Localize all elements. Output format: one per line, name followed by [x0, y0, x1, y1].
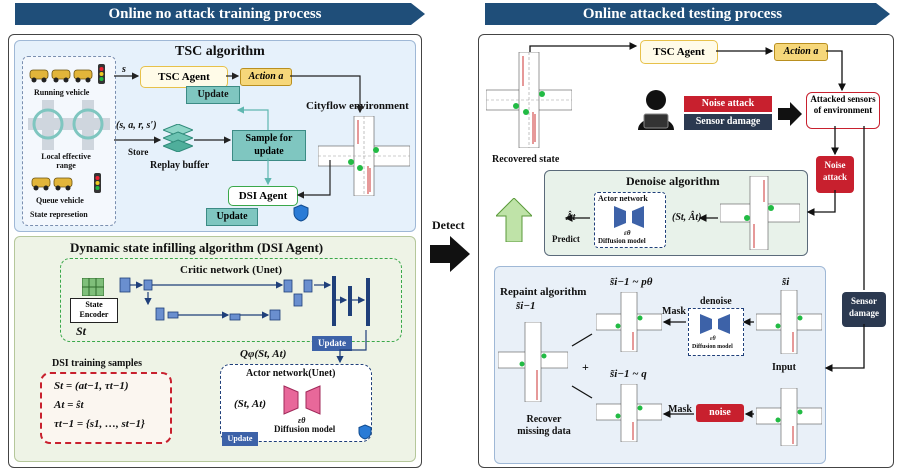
action-box: Action a: [240, 68, 292, 86]
replay-buffer-label: Replay buffer: [150, 160, 210, 171]
tsc-title: TSC algorithm: [175, 44, 265, 59]
s-i-minus-1-label: s̃i−1: [516, 300, 536, 312]
cityflow-environment-map: [318, 116, 410, 196]
up-arrow-icon: [496, 198, 532, 242]
attack-arrow-icon: [778, 102, 802, 126]
denoise-title: Denoise algorithm: [626, 174, 720, 188]
sample-line-3: τt−1 = {s1, …, st−1}: [54, 418, 145, 430]
shield-icon: [293, 204, 309, 222]
sample-line-1: St = (at−1, τt−1): [54, 380, 129, 392]
right-action-box: Action a: [774, 43, 828, 61]
predict-label: Predict: [552, 234, 580, 244]
queue-vehicle-icon: [31, 173, 101, 193]
right-panel: [478, 34, 894, 468]
s-i-minus-1-q-label: s̃i−1 ~ q: [610, 368, 647, 380]
hacker-icon: [638, 90, 674, 130]
repaint-title: Repaint algorithm: [500, 286, 587, 298]
noise-attack-box: Noise attack: [684, 96, 772, 112]
detect-arrow-icon[interactable]: [430, 236, 470, 272]
tsc-agent-box: TSC Agent: [140, 66, 228, 88]
repaint-eps: εθ: [710, 336, 716, 342]
denoise-input-pair: (St, Ât): [672, 212, 702, 223]
repaint-diffusion-label: Diffusion model: [692, 344, 733, 350]
sensor-damage-box: Sensor damage: [684, 114, 772, 130]
right-banner-text: Online attacked testing process: [582, 6, 783, 22]
tsc-update-button: Update: [186, 86, 240, 104]
repaint-denoise-box: [688, 308, 744, 356]
right-banner: Online attacked testing process: [485, 3, 890, 25]
repaint-q-map: [596, 384, 662, 442]
local-effective-range-label: Local effective range: [41, 152, 91, 170]
left-banner: Online no attack training process: [15, 3, 425, 25]
denoise-label: denoise: [700, 296, 732, 307]
denoise-intersection-map: [720, 176, 800, 250]
running-vehicle-icon: [29, 64, 105, 84]
repaint-p-map: [596, 292, 662, 352]
repaint-noise-map: [756, 388, 822, 446]
queue-vehicle-label: Queue vehicle: [36, 196, 84, 205]
mask-label-1: Mask: [662, 306, 686, 317]
actor-shield-icon: [358, 424, 372, 440]
denoise-actor-label: Actor network: [598, 194, 648, 203]
left-banner-text: Online no attack training process: [108, 6, 322, 22]
diffusion-model-icon: [283, 385, 321, 415]
repaint-input-map: [756, 290, 822, 354]
samples-box: [40, 372, 172, 444]
noise-attack-tag: Noise attack: [816, 156, 854, 193]
right-tsc-agent-box: TSC Agent: [640, 40, 718, 64]
denoise-actor-box: [594, 192, 666, 248]
plus-label: +: [582, 360, 589, 374]
recovered-state-label: Recovered state: [492, 154, 560, 165]
critic-title: Critic network (Unet): [180, 264, 283, 276]
critic-unet-diagram: [119, 276, 370, 326]
noise-box: noise: [696, 404, 744, 422]
state-representation-box: [22, 56, 116, 226]
left-banner-shape: [15, 3, 425, 25]
right-banner-shape: [485, 3, 890, 25]
sample-for-update-box: Sample for update: [232, 130, 306, 161]
actor-title: Actor network(Unet): [246, 368, 336, 379]
actor-diffusion-label: Diffusion model: [274, 424, 336, 434]
tsc-arrows: [114, 72, 364, 199]
critic-update-button: Update: [312, 336, 352, 351]
dsi-title: Dynamic state infilling algorithm (DSI A…: [70, 240, 324, 255]
repaint-output-map: [498, 322, 568, 402]
s-i-label: s̃i: [782, 276, 790, 288]
actor-input: (St, At): [234, 398, 266, 410]
sample-line-2: At = ŝt: [54, 399, 84, 411]
st-label: St: [76, 324, 87, 338]
left-panel: [8, 34, 422, 468]
recovered-state-map: [486, 52, 572, 148]
tuple-label: (s, a, r, s′): [116, 120, 157, 131]
store-label: Store: [128, 147, 149, 157]
samples-title: DSI training samples: [52, 358, 143, 369]
dsi-update-button: Update: [206, 208, 258, 226]
local-effective-range-icon: [28, 100, 110, 150]
replay-buffer-icon: [163, 124, 193, 152]
running-vehicle-label: Running vehicle: [34, 88, 90, 97]
s-label: s: [122, 64, 126, 75]
input-label: Input: [772, 362, 796, 373]
s-i-minus-1-p-label: s̃i−1 ~ pθ: [610, 276, 653, 288]
sensor-damage-tag: Sensor damage: [842, 292, 886, 327]
detect-label: Detect: [432, 218, 465, 232]
recover-label: Recover missing data: [517, 414, 571, 437]
denoise-diffusion-icon: [614, 206, 644, 228]
critic-network-box: [60, 258, 402, 342]
state-representation-label: State represetion: [30, 210, 88, 219]
q-label: Qφ(St, At): [240, 348, 287, 360]
repaint-diffusion-icon: [700, 314, 730, 334]
denoise-eps: εθ: [624, 229, 631, 237]
state-encoder-box: State Encoder: [70, 298, 118, 323]
attacked-sensors-box: Attacked sensors of environment: [806, 92, 880, 129]
actor-update-button: Update: [222, 432, 258, 446]
dsi-agent-box: DSI Agent: [228, 186, 298, 206]
denoise-diffusion-label: Diffusion model: [598, 237, 646, 245]
state-grid-icon: [82, 278, 104, 296]
dsi-arrows: [336, 330, 367, 364]
actor-eps: εθ: [298, 416, 306, 425]
mask-label-2: Mask: [668, 404, 692, 415]
